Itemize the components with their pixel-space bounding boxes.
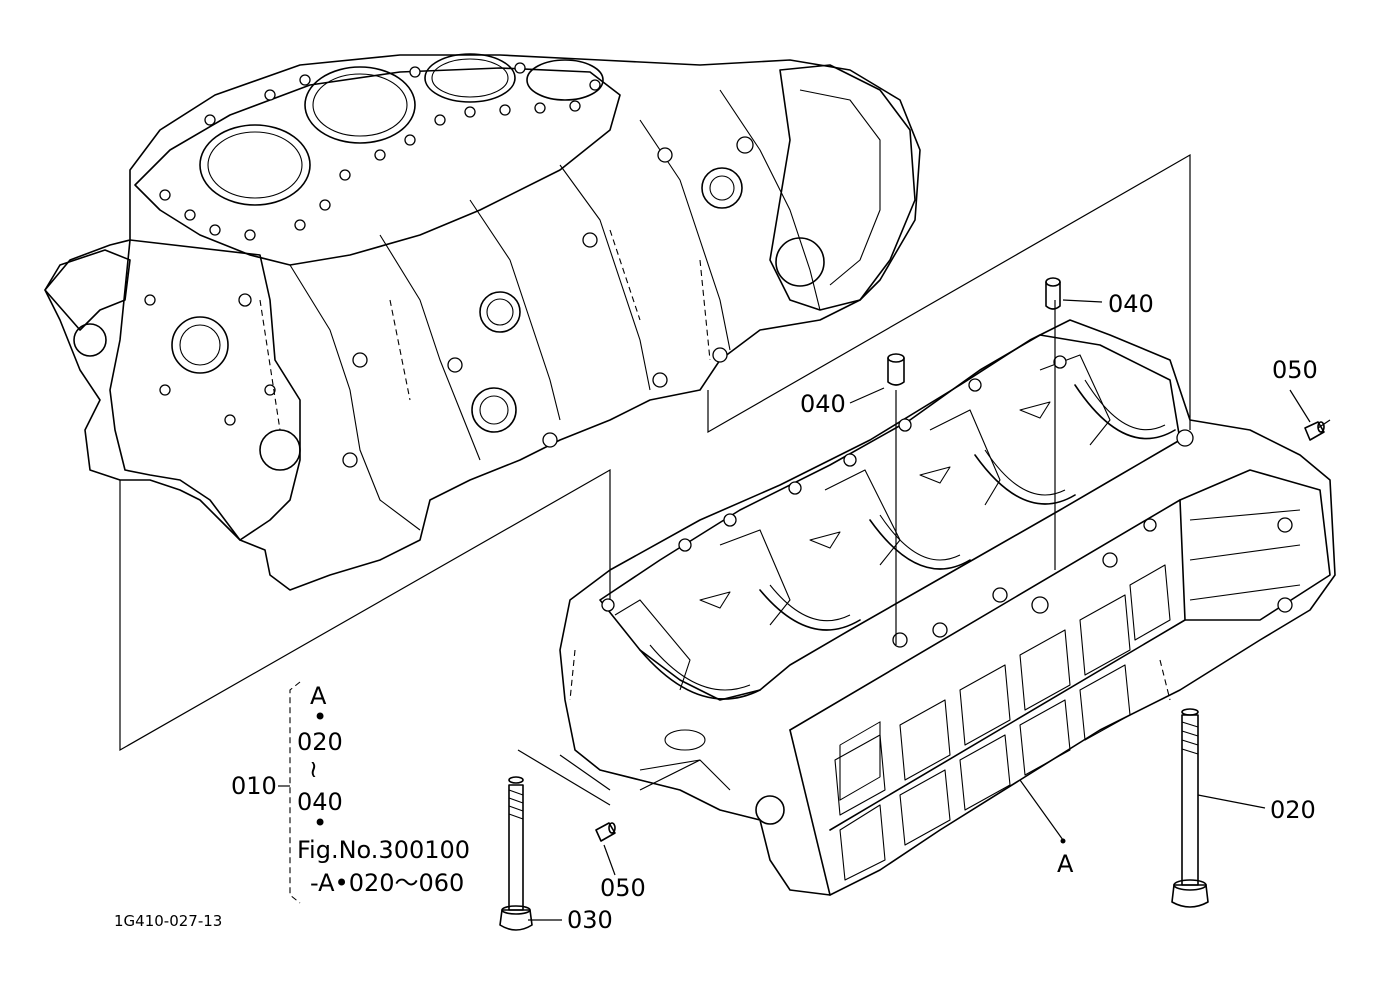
kit-note: A • 020 ≀ 040 • Fig.No.300100 -A•020～060 — [297, 682, 470, 897]
callout-020: 020 — [1270, 796, 1316, 824]
kit-note-line8: -A•020～060 — [310, 869, 464, 897]
kit-note-line2: • — [313, 703, 327, 731]
kit-note-line4: ≀ — [309, 755, 318, 783]
lower-crankcase — [559, 319, 1336, 896]
dowel-pin-040-lower — [887, 353, 905, 386]
side-windows — [839, 721, 881, 801]
callout-030: 030 — [567, 906, 613, 934]
kit-note-line7: Fig.No.300100 — [297, 836, 470, 864]
dowel-pin-040-upper — [1045, 277, 1061, 310]
callout-ref-a: A — [1057, 850, 1074, 878]
bolt-030 — [499, 776, 533, 931]
callout-050-left: 050 — [600, 874, 646, 902]
pin-050-left — [595, 822, 616, 842]
kit-note-line1: A — [310, 682, 327, 710]
callout-labels: 040 040 050 050 030 020 A 010 — [231, 290, 1318, 934]
callout-040-lower: 040 — [800, 390, 846, 418]
assembly-guide-lines — [119, 153, 1331, 806]
upper-crankcase — [44, 53, 921, 591]
kit-note-line3: 020 — [297, 728, 343, 756]
callout-010: 010 — [231, 772, 277, 800]
callout-040-upper: 040 — [1108, 290, 1154, 318]
kit-note-line6: • — [313, 809, 327, 837]
bolt-020 — [1171, 708, 1209, 908]
callout-050-right: 050 — [1272, 356, 1318, 384]
figure-code: 1G410-027-13 — [114, 912, 222, 930]
pin-050-right — [1304, 421, 1325, 441]
kit-note-line5: 040 — [297, 788, 343, 816]
leader-lines — [278, 299, 1311, 921]
